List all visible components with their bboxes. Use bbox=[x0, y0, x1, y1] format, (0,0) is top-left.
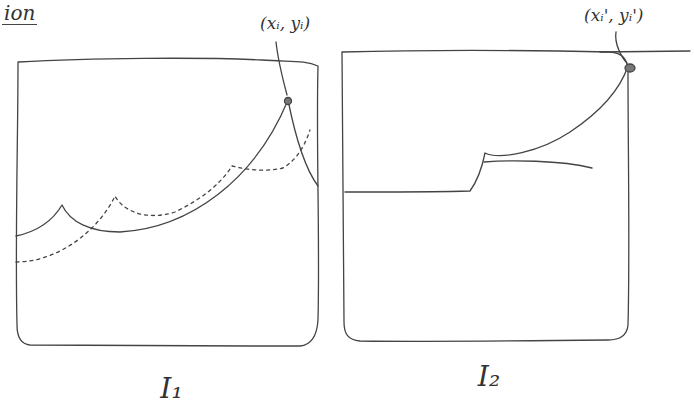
shifted-profile-curve bbox=[16, 130, 310, 262]
image-frame bbox=[16, 58, 318, 346]
frame-edge bbox=[600, 51, 690, 52]
leader-line bbox=[276, 42, 287, 95]
feature-point bbox=[625, 64, 635, 72]
image-panel: I₁ bbox=[15, 55, 328, 405]
image-panel: I₂ bbox=[340, 48, 638, 393]
point-label: (xᵢ', yᵢ') bbox=[582, 6, 645, 25]
profile-curve-under bbox=[484, 161, 592, 168]
point-label: (xᵢ, yᵢ) bbox=[258, 14, 312, 33]
image-name: I₂ bbox=[340, 362, 638, 393]
section-heading: ion bbox=[2, 2, 37, 25]
image-name: I₁ bbox=[15, 374, 328, 405]
profile-curve bbox=[16, 100, 318, 236]
profile-curve bbox=[345, 66, 628, 192]
image-frame bbox=[342, 51, 629, 342]
feature-point bbox=[285, 98, 292, 105]
leader-line bbox=[616, 32, 627, 63]
